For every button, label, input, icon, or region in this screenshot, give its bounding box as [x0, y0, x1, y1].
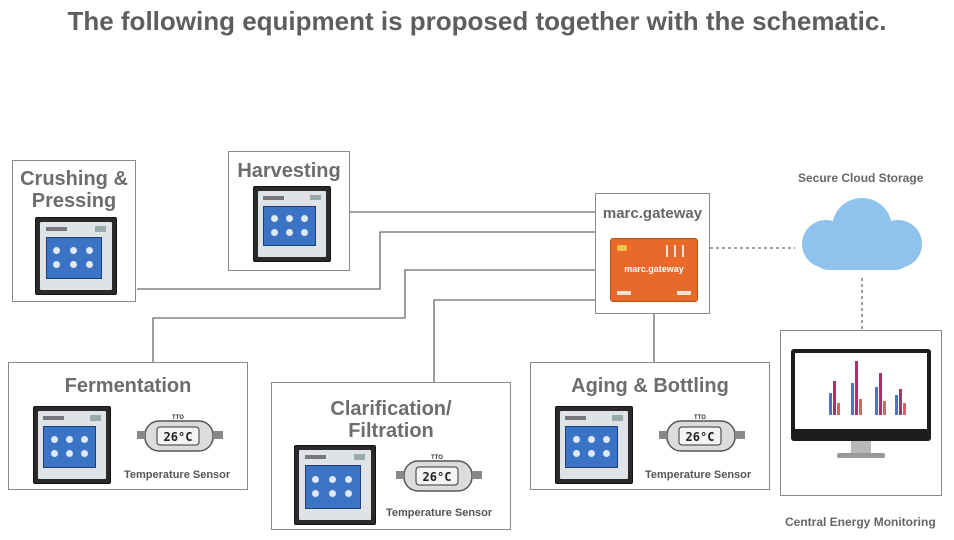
svg-text:TTO: TTO	[431, 455, 443, 461]
monitoring-label: Central Energy Monitoring	[785, 515, 936, 529]
fermentation-box: Fermentation 26°C TTO Temperature Sensor	[8, 362, 248, 490]
clarification-label-1: Clarification/	[330, 398, 452, 420]
crushing-pressing-box: Crushing & Pressing	[12, 160, 136, 302]
temperature-sensor-icon: 26°C TTO	[137, 415, 223, 452]
harvesting-box: Harvesting	[228, 151, 350, 271]
sensor-label: Temperature Sensor	[645, 469, 752, 481]
temperature-sensor-icon: 26°C TTO	[659, 415, 745, 452]
aging-label: Aging & Bottling	[571, 375, 729, 397]
cloud-icon	[802, 198, 922, 270]
sensor-label: Temperature Sensor	[124, 469, 231, 481]
hmi-panel-icon	[294, 445, 376, 525]
monitor-base	[837, 453, 885, 458]
gateway-label: marc.gateway	[602, 205, 703, 222]
hmi-panel-icon	[35, 217, 117, 295]
page-title: The following equipment is proposed toge…	[67, 6, 887, 36]
gateway-device-icon: marc.gateway	[610, 238, 698, 302]
monitoring-box	[780, 330, 942, 496]
crushing-label-1: Crushing &	[20, 168, 128, 190]
crushing-label-2: Pressing	[31, 190, 117, 212]
svg-text:26°C: 26°C	[423, 470, 452, 484]
cloud-label: Secure Cloud Storage	[798, 171, 924, 185]
link-crushing	[137, 231, 596, 290]
clarification-label-2: Filtration	[348, 420, 434, 442]
clarification-box: Clarification/ Filtration 26°C TTO Tempe…	[271, 382, 511, 530]
gateway-box: marc.gateway marc.gateway	[595, 193, 710, 314]
hmi-panel-icon	[555, 406, 633, 484]
svg-text:26°C: 26°C	[686, 430, 715, 444]
gateway-device-text: marc.gateway	[624, 264, 684, 274]
fermentation-label: Fermentation	[64, 375, 192, 397]
hmi-panel-icon	[253, 186, 331, 262]
hmi-panel-icon	[33, 406, 111, 484]
temperature-sensor-icon: 26°C TTO	[396, 455, 482, 492]
link-fermentation	[152, 269, 596, 362]
harvesting-label: Harvesting	[237, 160, 341, 182]
link-clarification	[433, 299, 596, 382]
svg-text:26°C: 26°C	[164, 430, 193, 444]
svg-text:TTO: TTO	[172, 415, 184, 421]
monitor-stand	[851, 441, 871, 453]
sensor-label: Temperature Sensor	[386, 507, 493, 519]
svg-text:TTO: TTO	[694, 415, 706, 421]
mini-chart-icon	[829, 361, 906, 415]
aging-box: Aging & Bottling 26°C TTO Temperature Se…	[530, 362, 770, 490]
monitor-icon	[791, 349, 931, 441]
